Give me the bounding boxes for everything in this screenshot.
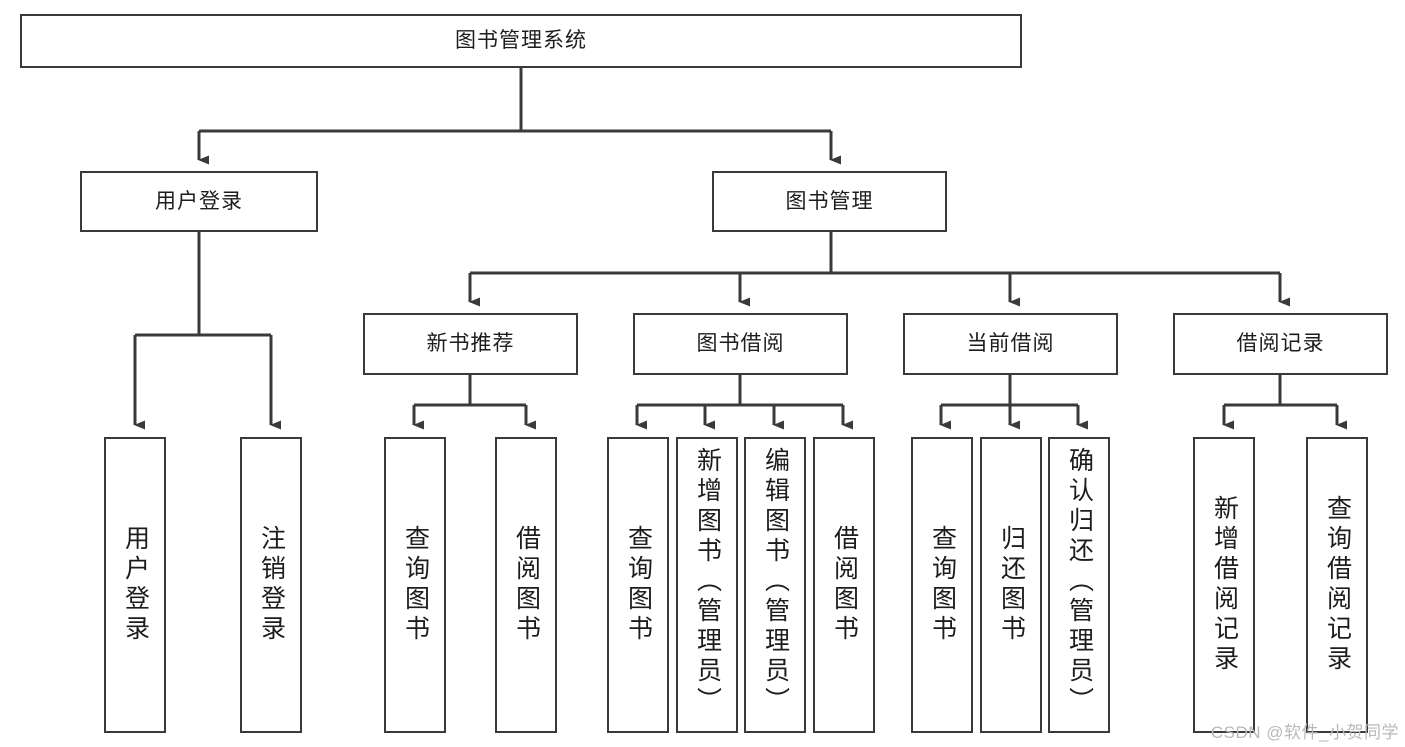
node-borrow-records-label: 借阅记录 xyxy=(1236,332,1325,356)
leaf-query-borrow-record[interactable]: 查询借阅记录 xyxy=(1306,437,1368,733)
node-current-borrow[interactable]: 当前借阅 xyxy=(903,313,1118,375)
leaf-add-book-admin[interactable]: 新增图书（管理员） xyxy=(676,437,738,733)
leaf-query-borrow-record-label: 查询借阅记录 xyxy=(1323,495,1352,675)
leaf-borrow-book[interactable]: 借阅图书 xyxy=(813,437,875,733)
leaf-logout-label: 注销登录 xyxy=(257,525,286,645)
leaf-edit-book-admin-label: 编辑图书（管理员） xyxy=(761,447,790,717)
leaf-return-book[interactable]: 归还图书 xyxy=(980,437,1042,733)
leaf-query-book-borrow-label: 查询图书 xyxy=(624,525,653,645)
node-new-book-recommend-label: 新书推荐 xyxy=(426,332,515,356)
leaf-borrow-book-recommend-label: 借阅图书 xyxy=(512,525,541,645)
node-root[interactable]: 图书管理系统 xyxy=(20,14,1022,68)
leaf-borrow-book-recommend[interactable]: 借阅图书 xyxy=(495,437,557,733)
leaf-add-book-admin-label: 新增图书（管理员） xyxy=(693,447,722,717)
node-book-management[interactable]: 图书管理 xyxy=(712,171,947,232)
leaf-query-book-recommend[interactable]: 查询图书 xyxy=(384,437,446,733)
leaf-query-book-current[interactable]: 查询图书 xyxy=(911,437,973,733)
node-user-login[interactable]: 用户登录 xyxy=(80,171,318,232)
csdn-watermark: CSDN @软件_小贺同学 xyxy=(1210,723,1399,742)
node-book-borrow[interactable]: 图书借阅 xyxy=(633,313,848,375)
leaf-edit-book-admin[interactable]: 编辑图书（管理员） xyxy=(744,437,806,733)
node-root-label: 图书管理系统 xyxy=(455,29,587,53)
leaf-query-book-borrow[interactable]: 查询图书 xyxy=(607,437,669,733)
node-book-borrow-label: 图书借阅 xyxy=(696,332,785,356)
leaf-logout[interactable]: 注销登录 xyxy=(240,437,302,733)
node-book-management-label: 图书管理 xyxy=(785,189,874,213)
leaf-add-borrow-record[interactable]: 新增借阅记录 xyxy=(1193,437,1255,733)
leaf-query-book-current-label: 查询图书 xyxy=(928,525,957,645)
leaf-query-book-recommend-label: 查询图书 xyxy=(401,525,430,645)
leaf-confirm-return-admin-label: 确认归还（管理员） xyxy=(1065,447,1094,717)
leaf-return-book-label: 归还图书 xyxy=(997,525,1026,645)
leaf-add-borrow-record-label: 新增借阅记录 xyxy=(1210,495,1239,675)
node-borrow-records[interactable]: 借阅记录 xyxy=(1173,313,1388,375)
leaf-borrow-book-label: 借阅图书 xyxy=(830,525,859,645)
leaf-user-login-label: 用户登录 xyxy=(121,525,150,645)
node-user-login-label: 用户登录 xyxy=(155,189,243,213)
node-current-borrow-label: 当前借阅 xyxy=(966,332,1055,356)
node-new-book-recommend[interactable]: 新书推荐 xyxy=(363,313,578,375)
leaf-confirm-return-admin[interactable]: 确认归还（管理员） xyxy=(1048,437,1110,733)
leaf-user-login[interactable]: 用户登录 xyxy=(104,437,166,733)
